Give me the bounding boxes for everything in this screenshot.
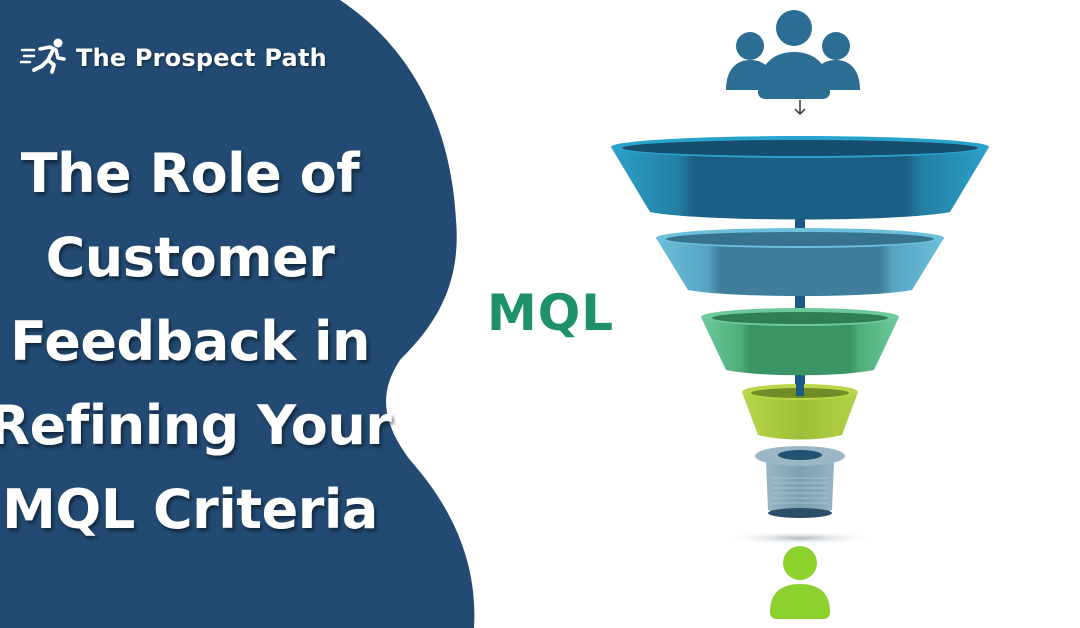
funnel-stage-5 — [755, 446, 845, 518]
headline-line: Customer — [45, 226, 335, 289]
funnel-stage-1 — [611, 136, 989, 220]
running-person-icon — [18, 38, 68, 78]
mql-label: MQL — [487, 284, 615, 342]
funnel-stage-2 — [656, 228, 944, 296]
ground-shadow — [722, 531, 878, 545]
headline-line: The Role of — [20, 142, 360, 205]
brand-name: The Prospect Path — [76, 44, 327, 72]
headline-line: Feedback in — [10, 310, 370, 373]
headline: The Role of Customer Feedback in Refinin… — [0, 132, 400, 552]
single-person-icon — [770, 546, 830, 619]
arrow-down-icon — [794, 100, 806, 116]
group-of-people-icon — [726, 10, 860, 99]
brand-logo: The Prospect Path — [18, 38, 327, 78]
headline-line: Refining Your — [0, 394, 392, 457]
funnel-stage-3 — [701, 308, 899, 376]
headline-line: MQL Criteria — [2, 478, 378, 541]
